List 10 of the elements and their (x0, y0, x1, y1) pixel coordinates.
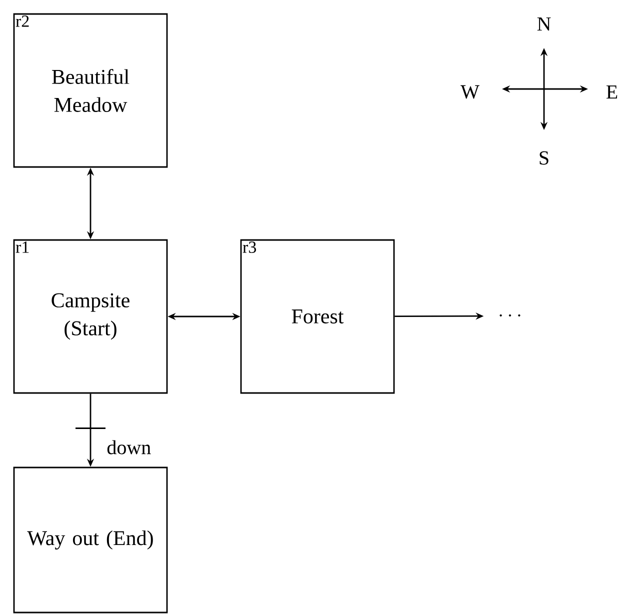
room-id: r2 (16, 16, 29, 27)
room-id: r3 (242, 242, 256, 253)
room-box: Way out (End) (13, 466, 168, 614)
direction-letter: S (540, 151, 548, 165)
direction-letter: N (537, 17, 551, 31)
ellipsis-text: $\cdots$ (500, 314, 520, 317)
direction-letter: W (460, 85, 480, 99)
direction-letter: E (606, 85, 618, 99)
edge-label: down (107, 440, 151, 454)
room-id: r1 (16, 242, 29, 253)
